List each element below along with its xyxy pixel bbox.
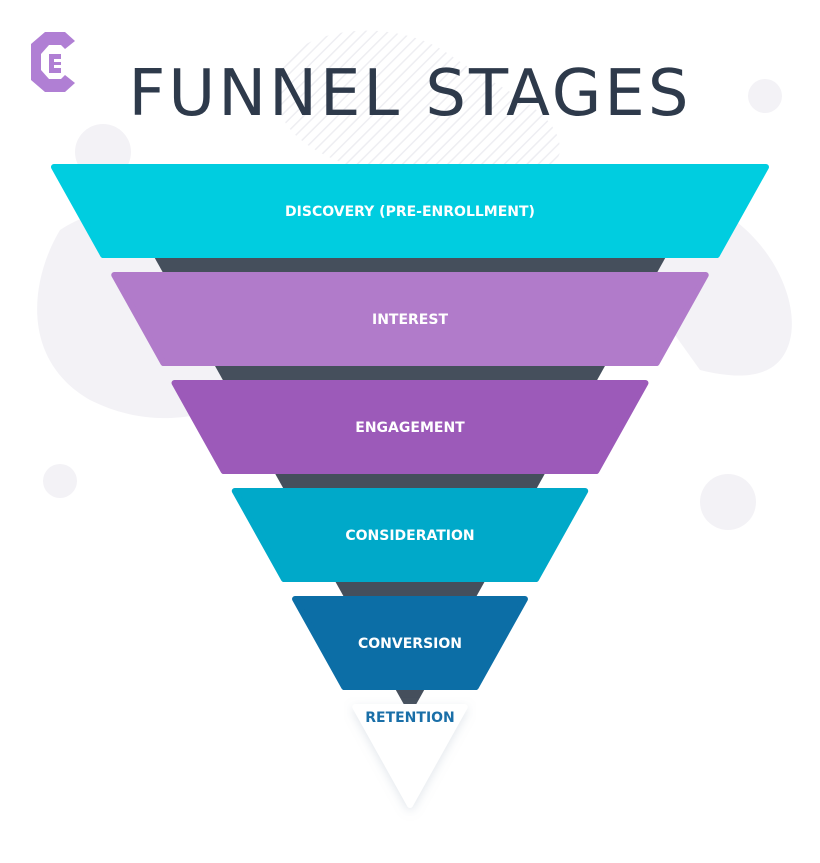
funnel-stage-label: INTEREST xyxy=(372,312,448,328)
funnel-stage-shape xyxy=(292,596,528,690)
background-circle-top-right xyxy=(748,79,782,113)
funnel-stage: DISCOVERY (PRE-ENROLLMENT) xyxy=(51,164,769,258)
funnel-stage-shape xyxy=(231,488,589,582)
logo-icon xyxy=(31,32,75,92)
funnel-stage: RETENTION xyxy=(352,704,468,808)
funnel-stage-label: ENGAGEMENT xyxy=(355,420,465,436)
funnel-stage-shape xyxy=(111,272,709,366)
background-circle-right xyxy=(700,474,756,530)
funnel-stage: CONVERSION xyxy=(292,596,528,690)
page-title: FUNNEL STAGES xyxy=(128,57,692,131)
funnel-stage: ENGAGEMENT xyxy=(171,380,649,474)
funnel-stage: CONSIDERATION xyxy=(231,488,589,582)
background-circle-left-small xyxy=(43,464,77,498)
funnel-stage: INTEREST xyxy=(111,272,709,366)
funnel-stage-label: DISCOVERY (PRE-ENROLLMENT) xyxy=(285,204,535,220)
funnel-stage-shape xyxy=(352,704,468,808)
funnel-stage-label: CONSIDERATION xyxy=(345,528,474,544)
funnel-stage-shape xyxy=(51,164,769,258)
funnel-stage-label: CONVERSION xyxy=(358,636,462,652)
background-hatched-blob xyxy=(277,30,560,182)
funnel-stage-label: RETENTION xyxy=(365,710,455,726)
funnel-stage-shape xyxy=(171,380,649,474)
